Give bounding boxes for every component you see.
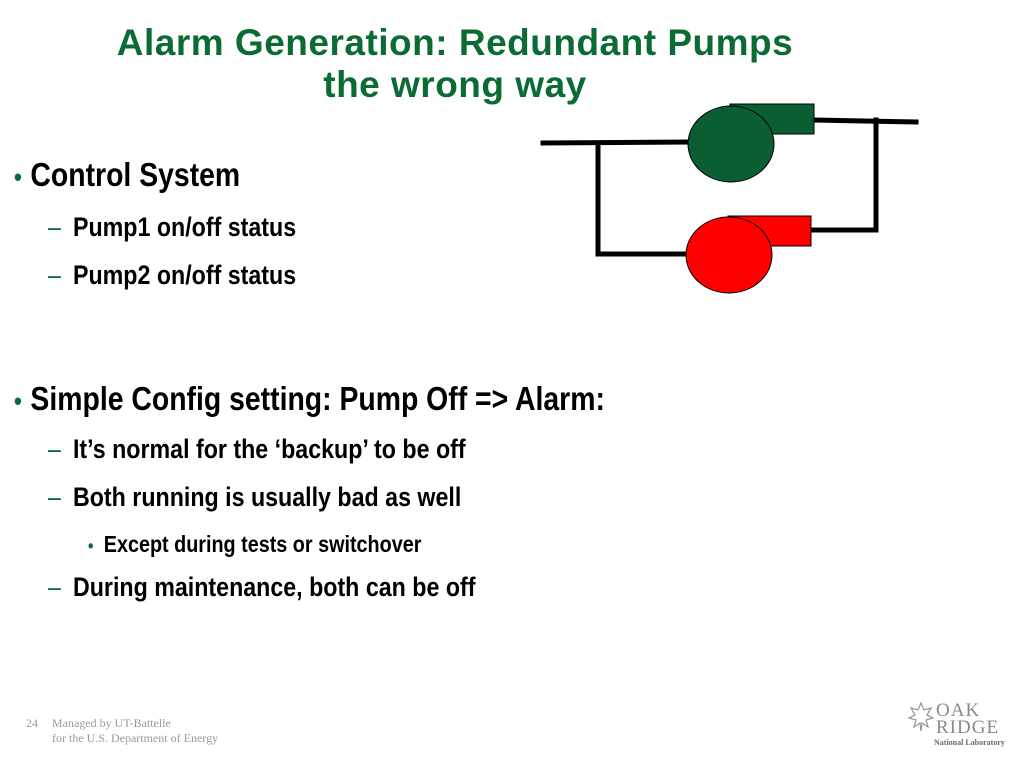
pump2-icon bbox=[685, 215, 812, 294]
slide-title-line1: Alarm Generation: Redundant Pumps bbox=[116, 22, 794, 63]
bullet-dot: • bbox=[14, 386, 22, 416]
logo-ridge: RIDGE bbox=[936, 717, 1000, 738]
bullet-dot: • bbox=[88, 536, 94, 556]
logo-oak: OAK bbox=[936, 700, 981, 721]
redundant-pumps-diagram bbox=[540, 103, 919, 294]
sub-bullet-pump2: –Pump2 on/off status bbox=[48, 260, 297, 290]
sub-bullet-pump1: –Pump1 on/off status bbox=[48, 212, 297, 242]
sub-sub-bullet-except: •Except during tests or switchover bbox=[88, 531, 422, 557]
slide-title-line2: the wrong way bbox=[323, 64, 587, 105]
logo-national-laboratory: National Laboratory bbox=[934, 738, 1005, 747]
pump1-icon bbox=[687, 103, 815, 183]
pipe-outlet bbox=[811, 117, 919, 125]
dash-marker: – bbox=[48, 212, 61, 242]
leaf-icon bbox=[908, 702, 934, 732]
bullet-dot: • bbox=[14, 162, 22, 192]
sub-bullet-maintenance: –During maintenance, both can be off bbox=[48, 572, 476, 602]
footer-managed-by: Managed by UT-Battelle bbox=[52, 716, 171, 730]
dash-marker: – bbox=[48, 434, 61, 464]
bullet-simple-config: •Simple Config setting: Pump Off => Alar… bbox=[14, 380, 605, 417]
pipe-inlet bbox=[540, 139, 691, 146]
dash-marker: – bbox=[48, 260, 61, 290]
pipe-bypass-left bbox=[595, 140, 691, 257]
sub-bullet-both-running: –Both running is usually bad as well bbox=[48, 482, 462, 512]
dash-marker: – bbox=[48, 572, 61, 602]
footer-for-doe: for the U.S. Department of Energy bbox=[52, 731, 219, 745]
ornl-logo: OAK RIDGE National Laboratory bbox=[908, 700, 1008, 750]
slide-title: Alarm Generation: Redundant Pumps the wr… bbox=[0, 22, 910, 106]
sub-bullet-normal-backup: –It’s normal for the ‘backup’ to be off bbox=[48, 434, 466, 464]
bullet-control-system: •Control System bbox=[14, 156, 241, 193]
page-number: 24 bbox=[26, 716, 38, 730]
pipe-bypass-right bbox=[809, 117, 879, 233]
dash-marker: – bbox=[48, 482, 61, 512]
